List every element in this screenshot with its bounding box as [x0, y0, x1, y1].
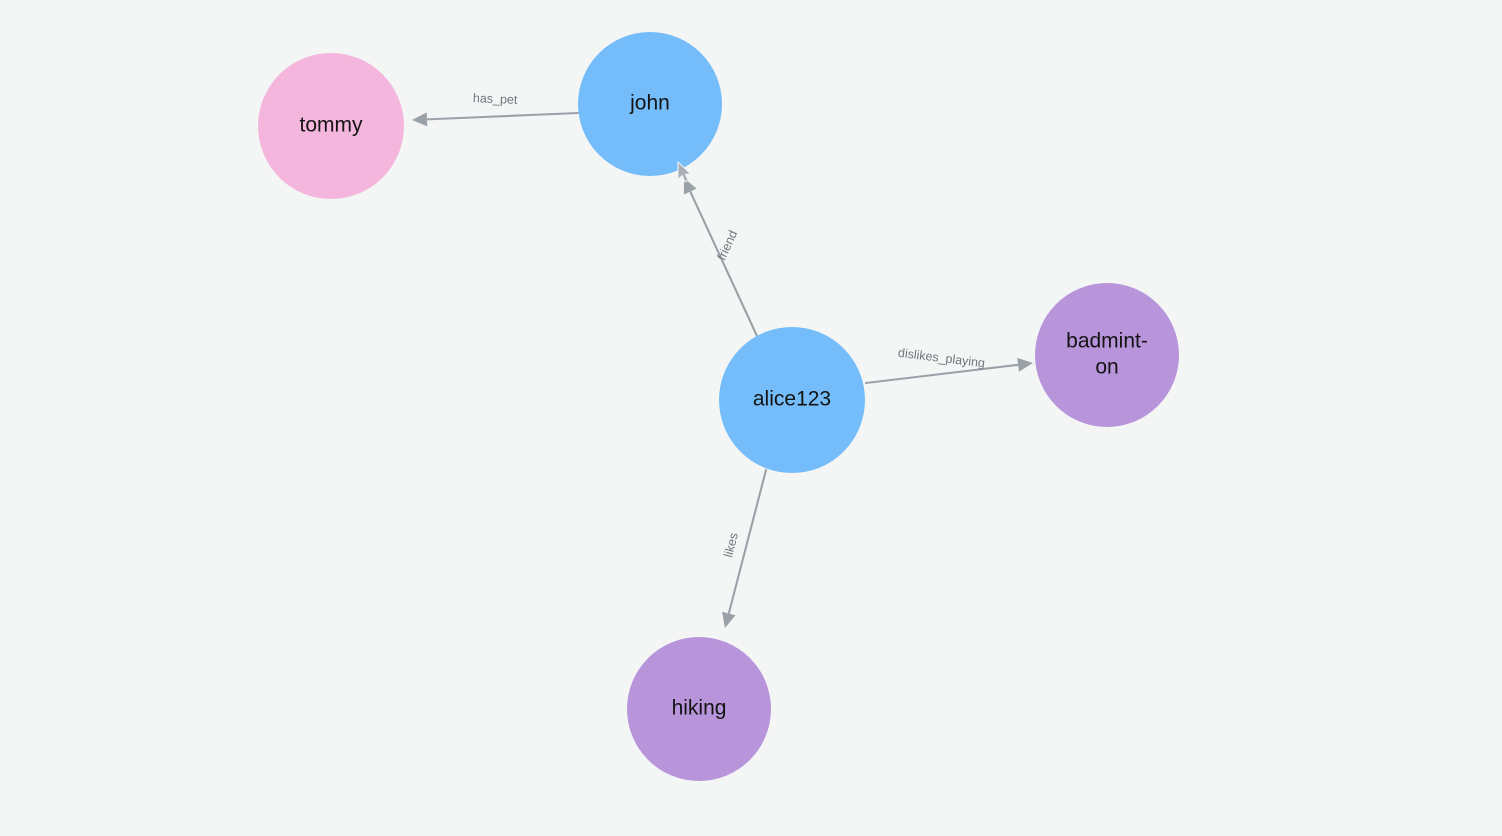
graph-edge[interactable]: friend — [683, 178, 759, 338]
edge-line — [864, 363, 1020, 385]
graph-node-tommy[interactable]: tommy — [258, 53, 404, 199]
graph-node-hiking[interactable]: hiking — [627, 637, 771, 781]
edge-label: friend — [714, 228, 740, 262]
graph-edge[interactable]: dislikes_playing — [864, 346, 1033, 385]
edge-line — [689, 190, 759, 338]
graph-edge[interactable]: has_pet — [412, 91, 580, 127]
graph-node-john[interactable]: john — [578, 32, 722, 176]
edge-line — [727, 468, 768, 615]
edge-line — [425, 111, 580, 121]
graph-edge[interactable]: likes — [721, 468, 768, 628]
node-circle[interactable] — [578, 32, 722, 176]
node-circle[interactable] — [719, 327, 865, 473]
nodes-layer: tommy john alice123 badmint-on hiking — [258, 32, 1179, 781]
edge-label: likes — [721, 531, 741, 559]
edge-label: dislikes_playing — [897, 346, 986, 371]
edge-arrowhead-icon — [412, 112, 428, 127]
graph-node-alice123[interactable]: alice123 — [719, 327, 865, 473]
edge-arrowhead-icon — [721, 611, 736, 628]
node-circle[interactable] — [1035, 283, 1179, 427]
node-circle[interactable] — [627, 637, 771, 781]
graph-node-badminton[interactable]: badmint-on — [1035, 283, 1179, 427]
edge-arrowhead-icon — [1017, 357, 1033, 372]
node-circle[interactable] — [258, 53, 404, 199]
edge-label: has_pet — [473, 91, 519, 107]
